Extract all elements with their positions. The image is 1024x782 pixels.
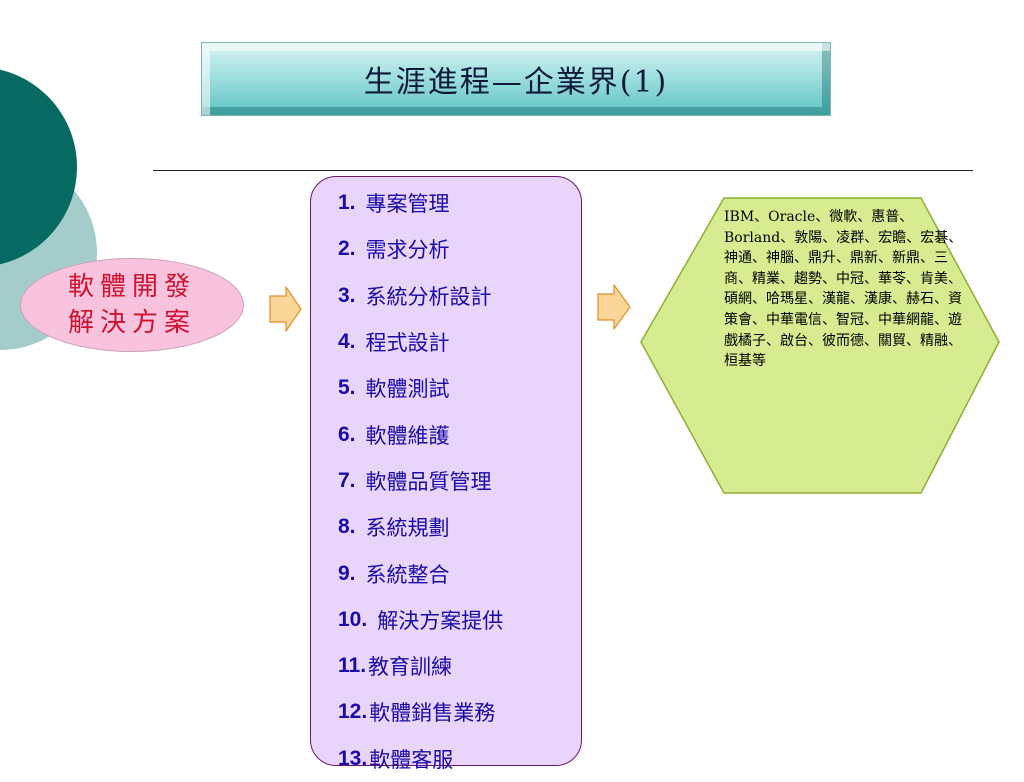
list-item: 12.軟體銷售業務 <box>338 689 581 735</box>
list-item: 10. 解決方案提供 <box>338 597 581 643</box>
dark-teal-circle <box>0 69 77 265</box>
arrow-right-icon <box>269 286 302 332</box>
list-item-number: 11. <box>338 654 367 678</box>
list-item-label: 軟體客服 <box>369 748 454 772</box>
arrow-right-icon <box>597 284 631 330</box>
list-item-number: 8. <box>338 515 356 539</box>
companies-hexagon <box>640 197 1000 494</box>
list-item-label: 系統分析設計 <box>365 285 492 309</box>
list-item-label: 程式設計 <box>365 332 450 356</box>
list-item: 5. 軟體測試 <box>338 365 581 411</box>
job-list: 1. 專案管理 2. 需求分析 3. 系統分析設計 4. 程式設計 5. 軟體測試 6. 軟體維護 7.… <box>338 180 581 782</box>
list-item-label: 解決方案提供 <box>377 609 504 633</box>
list-item: 11.教育訓練 <box>338 643 581 689</box>
list-item-label: 軟體品質管理 <box>365 470 492 494</box>
list-item-number: 6. <box>338 422 356 446</box>
divider-line <box>153 170 973 171</box>
list-item: 13.軟體客服 <box>338 736 581 782</box>
list-item: 3. 系統分析設計 <box>338 273 581 319</box>
list-item-label: 系統規劃 <box>365 517 450 541</box>
category-ellipse: 軟體開發 解決方案 <box>20 258 244 352</box>
list-item: 9. 系統整合 <box>338 550 581 596</box>
list-item: 7. 軟體品質管理 <box>338 458 581 504</box>
list-item-label: 需求分析 <box>365 239 450 263</box>
decorative-circles <box>0 69 97 350</box>
list-item-number: 5. <box>338 376 356 400</box>
list-item: 2. 需求分析 <box>338 226 581 272</box>
list-item-number: 1. <box>338 191 356 215</box>
job-list-box: 1. 專案管理 2. 需求分析 3. 系統分析設計 4. 程式設計 5. 軟體測試 6. 軟體維護 7.… <box>310 176 582 772</box>
list-item-label: 專案管理 <box>365 193 450 217</box>
page-title: 生涯進程—企業界(1) <box>363 65 669 100</box>
list-item-label: 教育訓練 <box>368 656 453 680</box>
list-item-number: 9. <box>338 561 356 585</box>
list-item-label: 軟體測試 <box>365 378 450 402</box>
companies-list-text: IBM、Oracle、微軟、惠普、 Borland、敦陽、凌群、宏瞻、宏碁、神通… <box>724 209 963 370</box>
list-item-number: 7. <box>338 468 356 492</box>
list-item-number: 2. <box>338 237 356 261</box>
list-item-label: 系統整合 <box>365 563 450 587</box>
title-banner: 生涯進程—企業界(1) <box>201 42 831 116</box>
list-item-number: 12. <box>338 700 368 724</box>
list-item-number: 10. <box>338 607 368 631</box>
list-item: 6. 軟體維護 <box>338 411 581 457</box>
list-item-number: 13. <box>338 746 368 770</box>
list-item-label: 軟體銷售業務 <box>369 702 496 726</box>
list-item-number: 4. <box>338 330 356 354</box>
category-label-line2: 解決方案 <box>67 308 196 338</box>
category-label-line1: 軟體開發 <box>67 272 196 302</box>
list-item-label: 軟體維護 <box>365 424 450 448</box>
list-item: 4. 程式設計 <box>338 319 581 365</box>
list-item-number: 3. <box>338 283 356 307</box>
list-item: 1. 專案管理 <box>338 180 581 226</box>
list-item: 8. 系統規劃 <box>338 504 581 550</box>
